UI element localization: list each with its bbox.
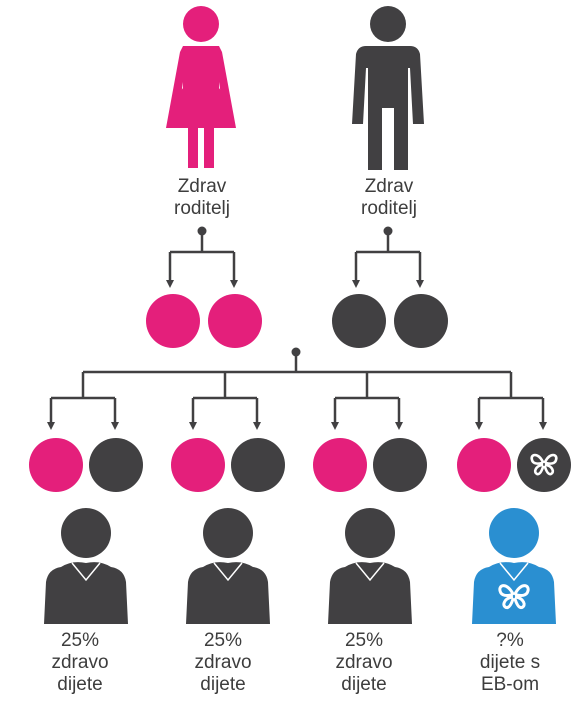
label-line: Zdrav [177, 176, 227, 197]
child-gene-left [457, 438, 511, 492]
child-gene-right [231, 438, 285, 492]
label-line: dijete [200, 674, 246, 695]
label-line: dijete s [479, 652, 541, 673]
label-line: zdravo [51, 652, 109, 673]
child-gene-left [171, 438, 225, 492]
female-parent-icon [166, 6, 236, 168]
child-label-4: ?% dijete s EB-om [450, 630, 570, 696]
butterfly-icon [530, 453, 558, 476]
male-parent-icon [352, 6, 424, 170]
child-label-1: 25% zdravo dijete [20, 630, 140, 696]
label-line: ?% [496, 630, 524, 651]
butterfly-icon [498, 584, 530, 610]
child-gene-left [29, 438, 83, 492]
male-gene-1 [332, 294, 386, 348]
child-split [331, 396, 403, 430]
label-line: Zdrav [364, 176, 414, 197]
child-split [47, 396, 119, 430]
child-split [189, 396, 261, 430]
child-gene-left [313, 438, 367, 492]
label-line: 25% [60, 630, 100, 651]
child-gene-right [373, 438, 427, 492]
child-group-4 [457, 396, 571, 624]
child-group-2 [171, 396, 285, 624]
label-line: roditelj [174, 198, 230, 219]
female-parent-label: Zdrav roditelj [142, 176, 262, 220]
female-gene-2 [208, 294, 262, 348]
label-line: dijete [57, 674, 103, 695]
child-gene-right [89, 438, 143, 492]
female-gene-1 [146, 294, 200, 348]
child-label-3: 25% zdravo dijete [304, 630, 424, 696]
child-gene-right [517, 438, 571, 492]
child-split [475, 396, 547, 430]
healthy-child-icon [44, 508, 128, 624]
male-gene-2 [394, 294, 448, 348]
child-group-1 [29, 396, 143, 624]
healthy-child-icon [328, 508, 412, 624]
child-group-3 [313, 396, 427, 624]
label-line: zdravo [335, 652, 393, 673]
child-label-2: 25% zdravo dijete [163, 630, 283, 696]
children-layer [29, 396, 571, 624]
healthy-child-icon [186, 508, 270, 624]
label-line: zdravo [194, 652, 252, 673]
parent-gene-circles [146, 294, 448, 348]
label-line: EB-om [480, 674, 540, 695]
label-line: roditelj [361, 198, 417, 219]
label-line: 25% [344, 630, 384, 651]
child-connectors [81, 347, 513, 398]
label-line: dijete [341, 674, 387, 695]
affected-child-icon [472, 508, 556, 624]
label-line: 25% [203, 630, 243, 651]
male-parent-label: Zdrav roditelj [329, 176, 449, 220]
parent-connectors [166, 226, 424, 288]
